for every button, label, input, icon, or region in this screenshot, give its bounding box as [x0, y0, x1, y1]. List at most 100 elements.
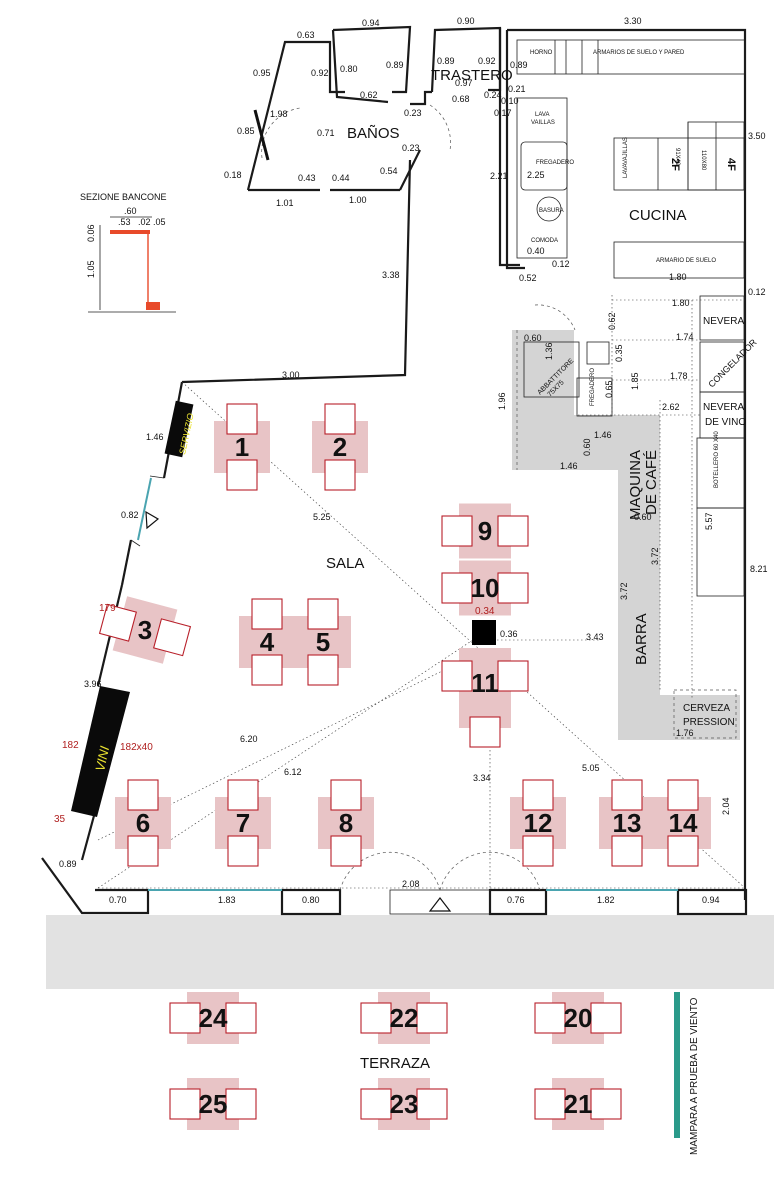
glass-door-left	[137, 477, 152, 541]
chair	[497, 660, 529, 692]
svg-text:5.57: 5.57	[704, 512, 714, 530]
table-number: 9	[478, 516, 492, 546]
chair	[441, 660, 473, 692]
svg-text:2.21: 2.21	[490, 171, 508, 181]
table-number: 24	[199, 1003, 228, 1033]
svg-text:0.85: 0.85	[237, 126, 255, 136]
chair	[590, 1002, 622, 1034]
chair	[441, 572, 473, 604]
walls	[41, 25, 748, 916]
chair	[534, 1088, 566, 1120]
svg-text:0.92: 0.92	[478, 56, 496, 66]
chair	[324, 459, 356, 491]
dim-red-182: 182	[62, 740, 79, 751]
chair	[227, 835, 259, 867]
svg-text:0.76: 0.76	[507, 895, 525, 905]
svg-text:0.52: 0.52	[519, 273, 537, 283]
table-22: 22	[360, 992, 448, 1044]
entrance-arrow-icon	[428, 897, 452, 912]
chair	[522, 779, 554, 811]
chair	[441, 515, 473, 547]
svg-text:0.23: 0.23	[404, 108, 422, 118]
svg-text:1.00: 1.00	[349, 195, 367, 205]
svg-text:1.46: 1.46	[594, 430, 612, 440]
room-sala: SALA	[326, 555, 364, 572]
table-number: 5	[316, 627, 330, 657]
label-110x80: 110X80	[700, 150, 706, 171]
table-13: 13	[599, 779, 655, 867]
section-dim-53: .53	[118, 217, 131, 227]
table-number: 13	[613, 808, 642, 838]
chair	[360, 1088, 392, 1120]
svg-text:0.89: 0.89	[510, 60, 528, 70]
table-number: 6	[136, 808, 150, 838]
svg-text:0.89: 0.89	[386, 60, 404, 70]
dim-red-034: 0.34	[475, 606, 495, 617]
chair	[169, 1088, 201, 1120]
table-number: 25	[199, 1089, 228, 1119]
svg-text:0.63: 0.63	[297, 30, 315, 40]
svg-text:0.68: 0.68	[452, 94, 470, 104]
svg-text:0.95: 0.95	[253, 68, 271, 78]
svg-text:3.38: 3.38	[382, 270, 400, 280]
label-lava-1: LAVA	[535, 112, 549, 118]
svg-text:1.46: 1.46	[146, 432, 164, 442]
side-door-arrow-icon	[145, 510, 160, 530]
svg-text:1.98: 1.98	[270, 109, 288, 119]
svg-text:3.96: 3.96	[84, 679, 102, 689]
svg-text:0.12: 0.12	[748, 287, 766, 297]
svg-text:6.20: 6.20	[240, 734, 258, 744]
coffee-machine-line1: MAQUINA	[627, 450, 644, 520]
svg-text:2.25: 2.25	[527, 170, 545, 180]
chair	[251, 654, 283, 686]
chair	[307, 598, 339, 630]
label-2f: 2F	[669, 158, 681, 171]
svg-text:0.21: 0.21	[508, 84, 526, 94]
label-lava-2: VAILLAS	[531, 120, 555, 126]
table-25: 25	[169, 1078, 257, 1130]
label-91x40: 91X40	[674, 148, 680, 166]
dim-red-179: 179	[99, 603, 116, 614]
kitchen-fixtures	[516, 39, 746, 739]
chair	[330, 779, 362, 811]
chair	[469, 716, 501, 748]
chair	[497, 572, 529, 604]
dim-red-35: 35	[54, 814, 66, 825]
room-trastero: TRASTERO	[431, 67, 513, 84]
table-1: 1	[214, 403, 270, 491]
table-8: 8	[318, 779, 374, 867]
svg-text:0.70: 0.70	[109, 895, 127, 905]
svg-text:2.04: 2.04	[721, 797, 731, 815]
svg-text:3.43: 3.43	[586, 632, 604, 642]
table-number: 10	[471, 573, 500, 603]
chair	[590, 1088, 622, 1120]
room-banos: BAÑOS	[347, 125, 400, 142]
svg-text:2.62: 2.62	[662, 402, 680, 412]
svg-text:3.72: 3.72	[650, 547, 660, 565]
table-12: 12	[510, 779, 566, 867]
svg-text:0.89: 0.89	[59, 859, 77, 869]
table-number: 23	[390, 1089, 419, 1119]
table-11: 11	[441, 648, 529, 748]
table-7: 7	[215, 779, 271, 867]
chair	[307, 654, 339, 686]
label-mampara: MAMPARA A PRUEBA DE VIENTO	[689, 997, 700, 1155]
label-nevera-vino-2: DE VINO	[705, 417, 746, 428]
label-comoda: COMODA	[531, 238, 558, 244]
table-number: 21	[564, 1089, 593, 1119]
svg-text:0.40: 0.40	[527, 246, 545, 256]
section-dim-105: 1.05	[86, 260, 96, 278]
chair	[667, 779, 699, 811]
table-number: 12	[524, 808, 553, 838]
table-3: 3	[98, 596, 192, 664]
chair	[127, 835, 159, 867]
room-barra: BARRA	[633, 613, 650, 665]
table-24: 24	[169, 992, 257, 1044]
chair	[225, 1002, 257, 1034]
label-4f: 4F	[725, 158, 737, 171]
svg-text:1.83: 1.83	[218, 895, 236, 905]
table-number: 1	[235, 432, 249, 462]
svg-text:0.60: 0.60	[634, 512, 652, 522]
table-10: 10	[441, 560, 529, 616]
